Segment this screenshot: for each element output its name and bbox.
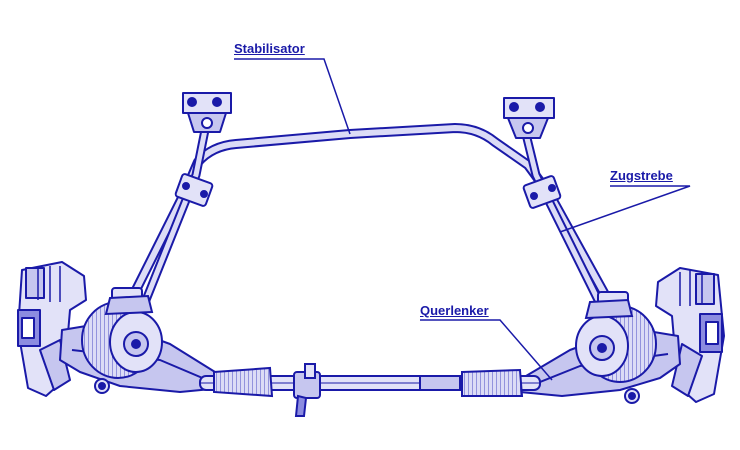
stabilizer-clamps: [111, 173, 629, 311]
label-querlenker: Querlenker: [420, 303, 489, 318]
right-hub-assembly: [655, 267, 725, 403]
steering-pinion: [293, 363, 461, 417]
left-rack-bellows: [213, 366, 274, 398]
label-stabilisator: Stabilisator: [234, 41, 305, 56]
leader-lines: [234, 58, 691, 381]
tension-struts: [141, 125, 603, 305]
left-upper-mount: [182, 92, 232, 133]
label-zugstrebe: Zugstrebe: [610, 168, 673, 183]
right-coil-spring: [575, 298, 657, 383]
right-upper-mount: [503, 97, 555, 139]
right-rack-bellows: [461, 368, 524, 397]
left-coil-spring: [81, 294, 163, 379]
